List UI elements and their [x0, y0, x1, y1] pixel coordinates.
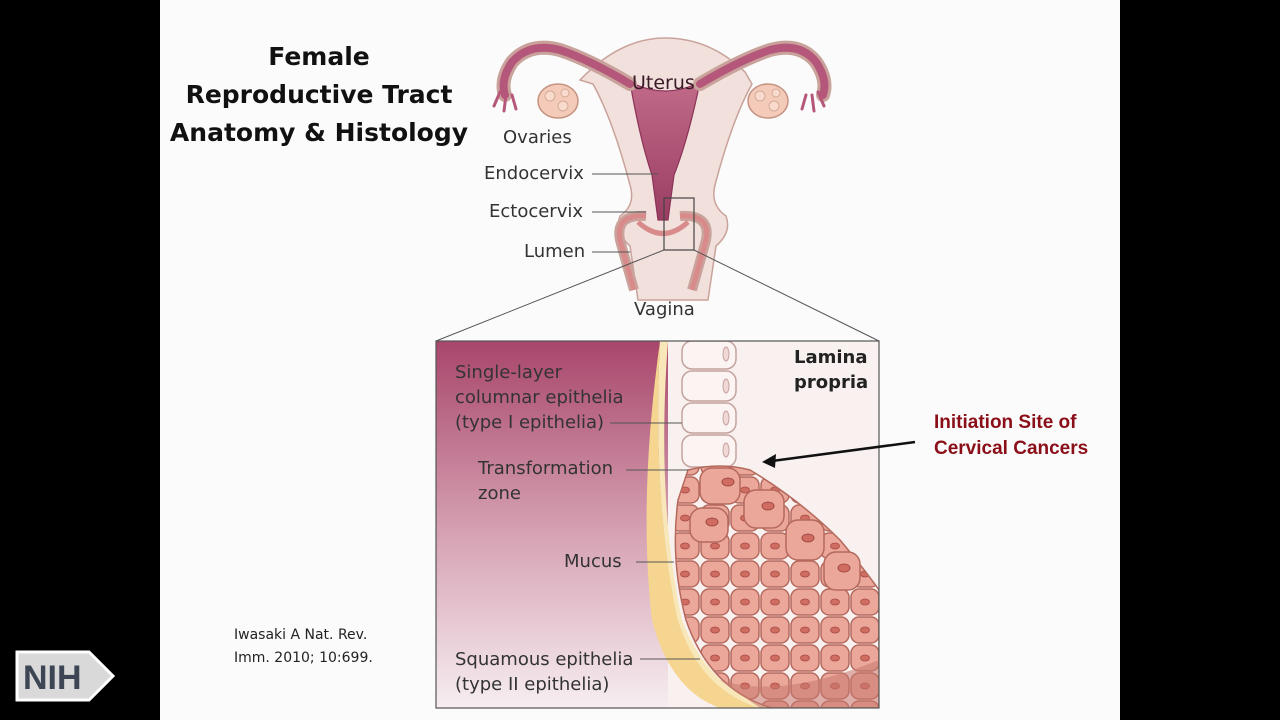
callout-line-2: Cervical Cancers: [934, 438, 1089, 459]
histology-panel: [436, 341, 879, 708]
label-endocervix: Endocervix: [484, 163, 584, 184]
columnar-line-1: Single-layer: [455, 362, 562, 383]
uterus-diagram: [435, 37, 880, 342]
transformation-line-1: Transformation: [478, 458, 614, 479]
columnar-line-2: columnar epithelia: [455, 387, 624, 408]
title-line-2: Reproductive Tract: [185, 80, 453, 109]
label-ectocervix: Ectocervix: [489, 201, 584, 222]
citation-line-2: Imm. 2010; 10:699.: [234, 650, 373, 666]
label-lamina-propria: Lamina propria: [794, 345, 868, 395]
slide-title: Female Reproductive Tract Anatomy & Hist…: [160, 38, 478, 152]
label-uterus: Uterus: [632, 72, 695, 94]
left-ovary: [537, 83, 579, 119]
lamina-line-1: Lamina: [794, 347, 868, 368]
label-ovaries: Ovaries: [503, 127, 572, 148]
citation: Iwasaki A Nat. Rev. Imm. 2010; 10:699.: [234, 624, 373, 670]
anatomy-illustration: [435, 37, 916, 709]
cancer-initiation-callout: Initiation Site of Cervical Cancers: [934, 410, 1088, 462]
callout-arrow: [762, 440, 916, 468]
label-lumen: Lumen: [524, 241, 586, 262]
transformation-line-2: zone: [478, 483, 521, 504]
columnar-line-3: (type I epithelia): [455, 412, 605, 433]
right-ovary: [747, 83, 789, 119]
squamous-line-2: (type II epithelia): [455, 674, 610, 695]
callout-line-1: Initiation Site of: [934, 412, 1077, 433]
title-line-1: Female: [268, 42, 370, 71]
citation-line-1: Iwasaki A Nat. Rev.: [234, 627, 368, 643]
title-line-3: Anatomy & Histology: [169, 118, 469, 147]
squamous-line-1: Squamous epithelia: [455, 649, 634, 670]
label-mucus: Mucus: [564, 551, 622, 572]
label-squamous-epithelia: Squamous epithelia (type II epithelia): [455, 647, 633, 697]
label-transformation-zone: Transformation zone: [478, 456, 613, 506]
label-vagina: Vagina: [634, 299, 695, 320]
nih-logo-text: NIH: [23, 659, 82, 697]
label-columnar-epithelia: Single-layer columnar epithelia (type I …: [455, 360, 624, 435]
nih-logo: NIH: [15, 650, 116, 702]
slide: Female Reproductive Tract Anatomy & Hist…: [160, 0, 1120, 720]
lamina-line-2: propria: [794, 372, 869, 393]
